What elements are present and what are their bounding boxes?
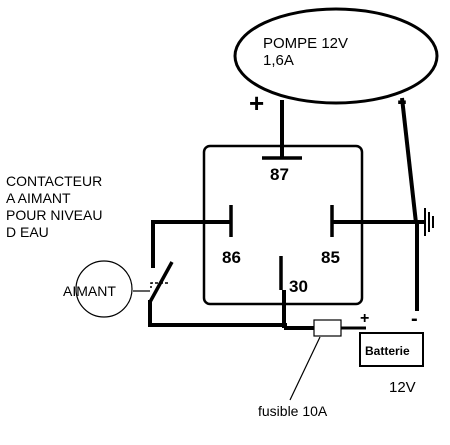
fuse-label: fusible 10A (258, 403, 328, 419)
battery-body (359, 332, 424, 367)
switch-label-line-4: D EAU (6, 224, 49, 240)
ground-symbol (424, 208, 434, 236)
pin85-label: 85 (321, 248, 340, 267)
switch-label-line-1: CONTACTEUR (6, 173, 102, 189)
float-switch: CONTACTEUR A AIMANT POUR NIVEAU D EAU (6, 173, 174, 303)
pump-label-current: 1,6A (263, 52, 294, 69)
switch-blade (148, 261, 174, 303)
pump-label-rating: POMPE 12V (263, 35, 348, 52)
switch-label-line-3: POUR NIVEAU (6, 207, 102, 223)
pump-outline (233, 7, 439, 105)
battery-plus-sign: + (360, 310, 369, 327)
wire-pump-minus-to-ground (400, 97, 418, 224)
switch-actuator (150, 282, 168, 288)
pin30-label: 30 (289, 277, 308, 296)
battery-voltage: 12V (389, 379, 416, 396)
battery-label: Batterie (365, 344, 410, 358)
pump: POMPE 12V 1,6A + - (233, 7, 439, 118)
battery: Batterie + - 12V (359, 308, 424, 396)
magnet-outline (75, 260, 133, 318)
magnet: AIMANT (63, 260, 150, 318)
fuse-body (313, 319, 342, 337)
pin87-label: 87 (270, 165, 289, 184)
pump-plus-sign: + (249, 88, 264, 118)
fuse-leader (289, 336, 321, 401)
fuse: fusible 10A (258, 319, 342, 419)
magnet-label: AIMANT (63, 283, 116, 299)
wiring (148, 97, 425, 330)
pin86-label: 86 (222, 248, 241, 267)
switch-label-line-2: A AIMANT (6, 190, 71, 206)
battery-minus-sign: - (411, 308, 418, 330)
relay: 87 86 85 30 (202, 144, 364, 306)
